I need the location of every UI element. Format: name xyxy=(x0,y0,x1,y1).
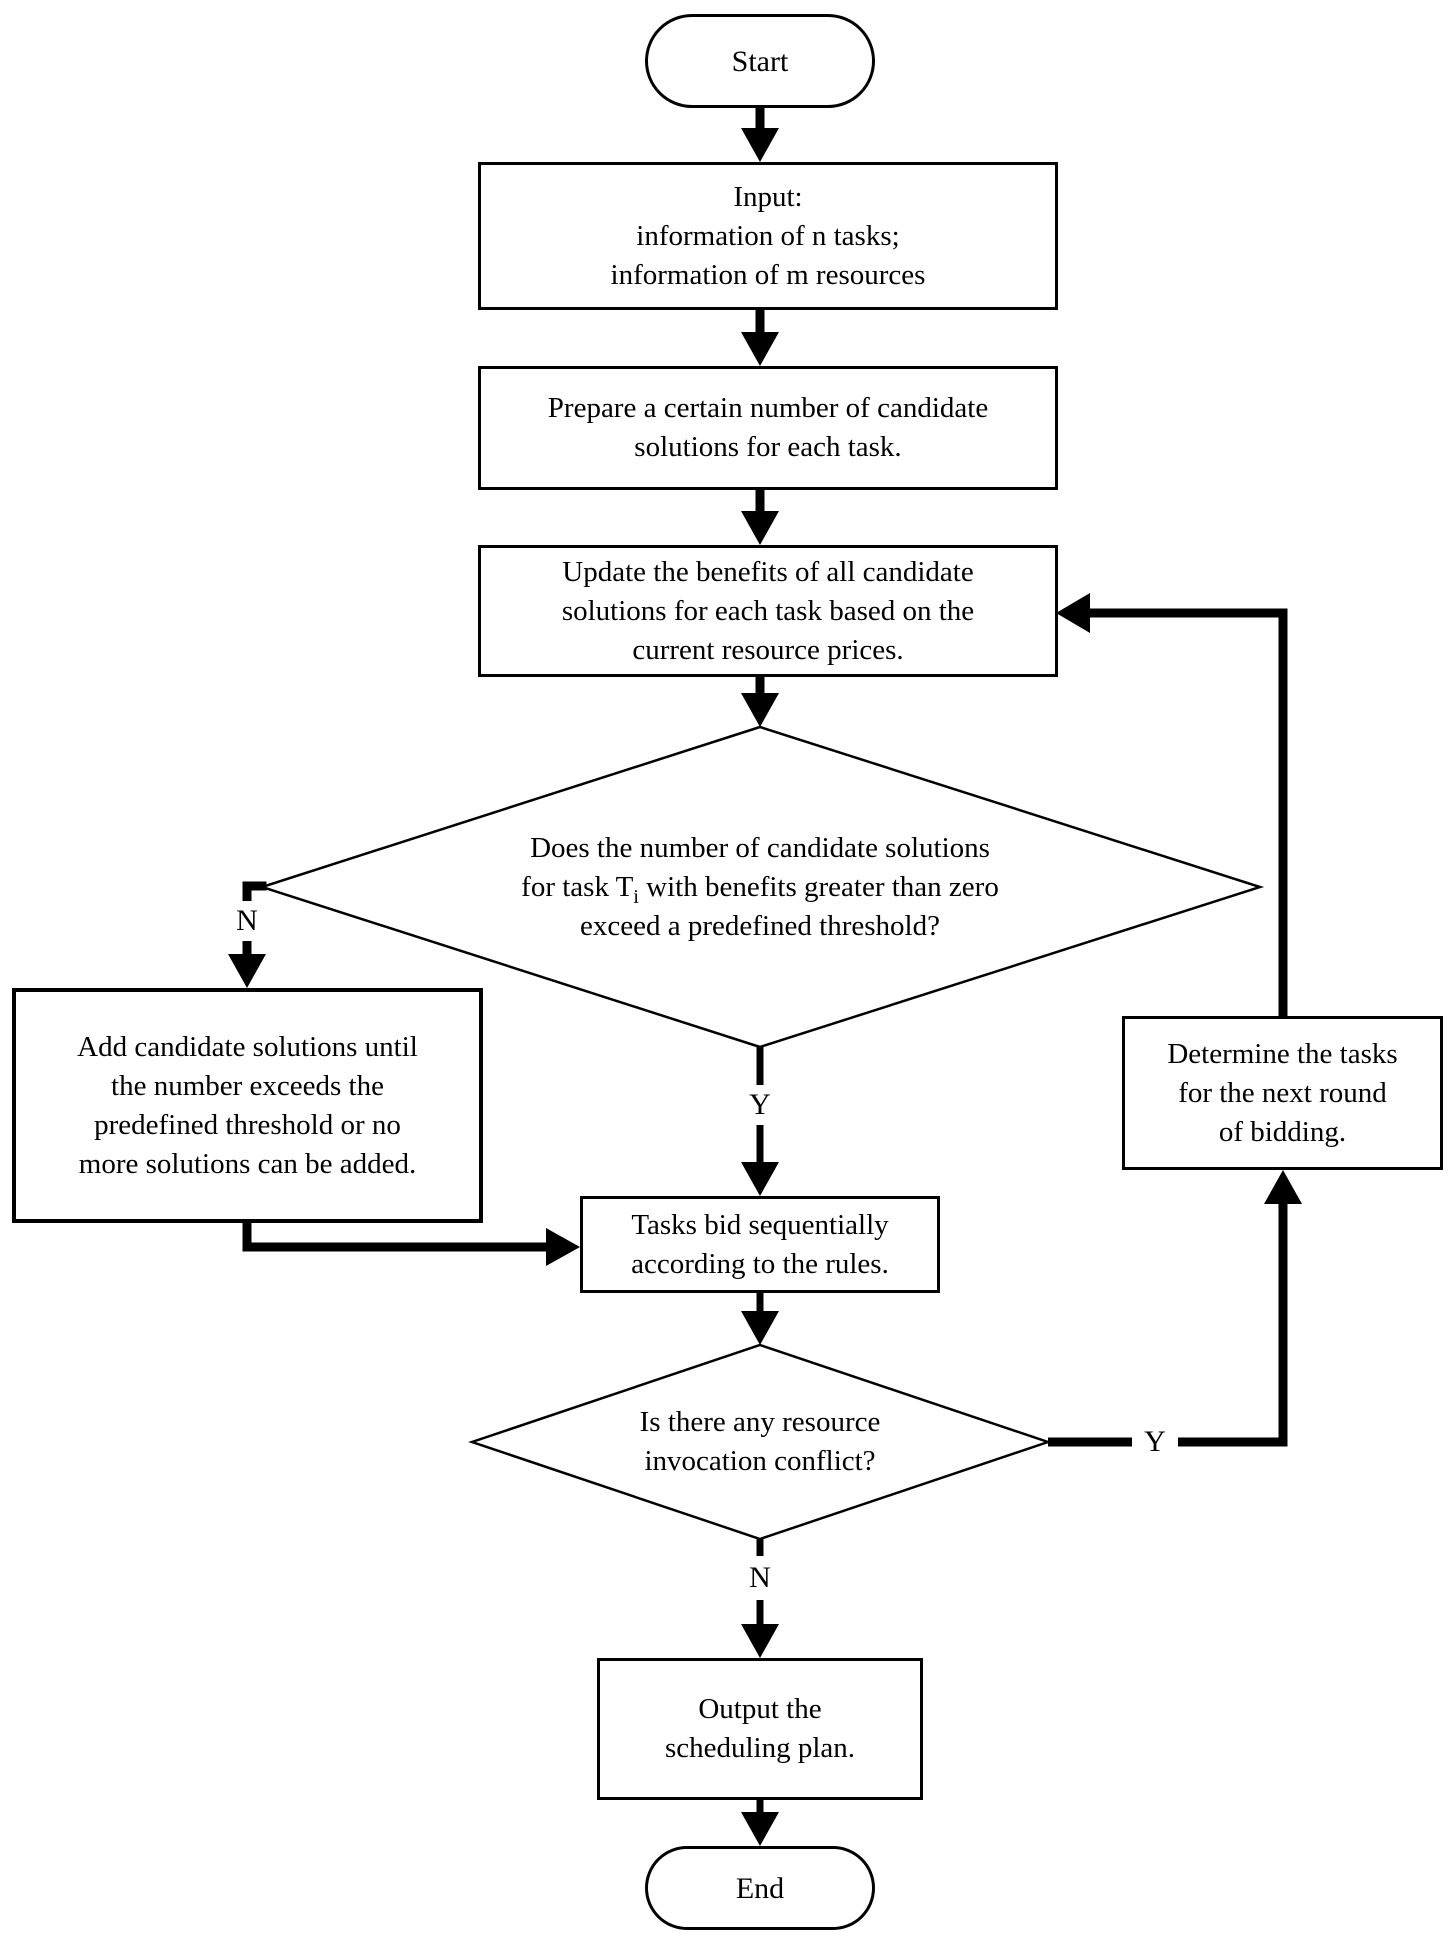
edge-add-tasksbid xyxy=(242,1223,580,1266)
arrow-head xyxy=(741,1311,779,1345)
determine-tasks-label: Determine the tasks for the next round o… xyxy=(1167,1037,1398,1148)
edge-start-input xyxy=(741,108,779,162)
arrow-shaft xyxy=(1090,608,1288,618)
start-terminator: Start xyxy=(645,14,875,108)
arrow-shaft xyxy=(755,490,765,513)
arrow-shaft xyxy=(755,108,765,130)
arrow-head xyxy=(741,332,779,366)
output-plan-label: Output the scheduling plan. xyxy=(664,1693,856,1764)
start-label: Start xyxy=(731,44,789,78)
arrow-shaft xyxy=(755,310,765,334)
edge-determine-update xyxy=(1056,593,1288,1016)
threshold-decision-label: Does the number of candidate solutions f… xyxy=(521,831,999,942)
arrow-head xyxy=(741,1812,779,1846)
threshold-no-branch-label: N xyxy=(225,901,269,941)
arrow-head xyxy=(228,954,266,988)
input-label: Input: information of n tasks; informati… xyxy=(610,180,926,291)
edge-conflict-yes-determine xyxy=(1048,1170,1302,1447)
update-process: Update the benefits of all candidate sol… xyxy=(478,545,1058,677)
arrow-head xyxy=(741,1162,779,1196)
update-label: Update the benefits of all candidate sol… xyxy=(561,555,975,666)
threshold-yes-branch-label: Y xyxy=(738,1085,782,1125)
arrow-head xyxy=(546,1228,580,1266)
arrow-shaft xyxy=(756,1800,764,1814)
arrow-head xyxy=(741,693,779,727)
conflict-yes-branch-label: Y xyxy=(1132,1420,1178,1464)
end-terminator: End xyxy=(645,1846,875,1930)
conflict-decision-node: Is there any resource invocation conflic… xyxy=(510,1398,1010,1486)
prepare-process: Prepare a certain number of candidate so… xyxy=(478,366,1058,490)
arrow-head xyxy=(741,1624,779,1658)
arrow-shaft xyxy=(242,1242,549,1252)
conflict-decision-label: Is there any resource invocation conflic… xyxy=(639,1406,881,1477)
elbow-vertical xyxy=(1278,608,1288,1016)
edge-tasksbid-conflict xyxy=(741,1293,779,1345)
arrow-head xyxy=(1056,593,1090,633)
output-plan-process: Output the scheduling plan. xyxy=(597,1658,923,1800)
add-solutions-label: Add candidate solutions until the number… xyxy=(77,1030,418,1180)
arrow-shaft xyxy=(1278,1204,1288,1447)
input-process: Input: information of n tasks; informati… xyxy=(478,162,1058,310)
edge-input-prepare xyxy=(741,310,779,366)
elbow-vertical xyxy=(242,1223,252,1252)
threshold-decision-node: Does the number of candidate solutions f… xyxy=(310,812,1210,962)
add-solutions-process: Add candidate solutions until the number… xyxy=(12,988,483,1223)
end-label: End xyxy=(735,1871,785,1905)
edge-prepare-update xyxy=(741,490,779,545)
tasks-bid-process: Tasks bid sequentially according to the … xyxy=(580,1196,940,1293)
elbow-horizontal xyxy=(242,881,267,891)
conflict-no-branch-label: N xyxy=(738,1556,782,1600)
arrow-shaft xyxy=(756,1293,764,1313)
prepare-label: Prepare a certain number of candidate so… xyxy=(547,392,989,463)
edge-output-end xyxy=(741,1800,779,1846)
arrow-head xyxy=(1264,1170,1302,1204)
arrow-head xyxy=(741,128,779,162)
edge-update-threshold xyxy=(741,677,779,727)
arrow-head xyxy=(741,511,779,545)
arrow-shaft xyxy=(755,677,765,695)
determine-tasks-process: Determine the tasks for the next round o… xyxy=(1122,1016,1443,1170)
tasks-bid-label: Tasks bid sequentially according to the … xyxy=(631,1208,889,1280)
